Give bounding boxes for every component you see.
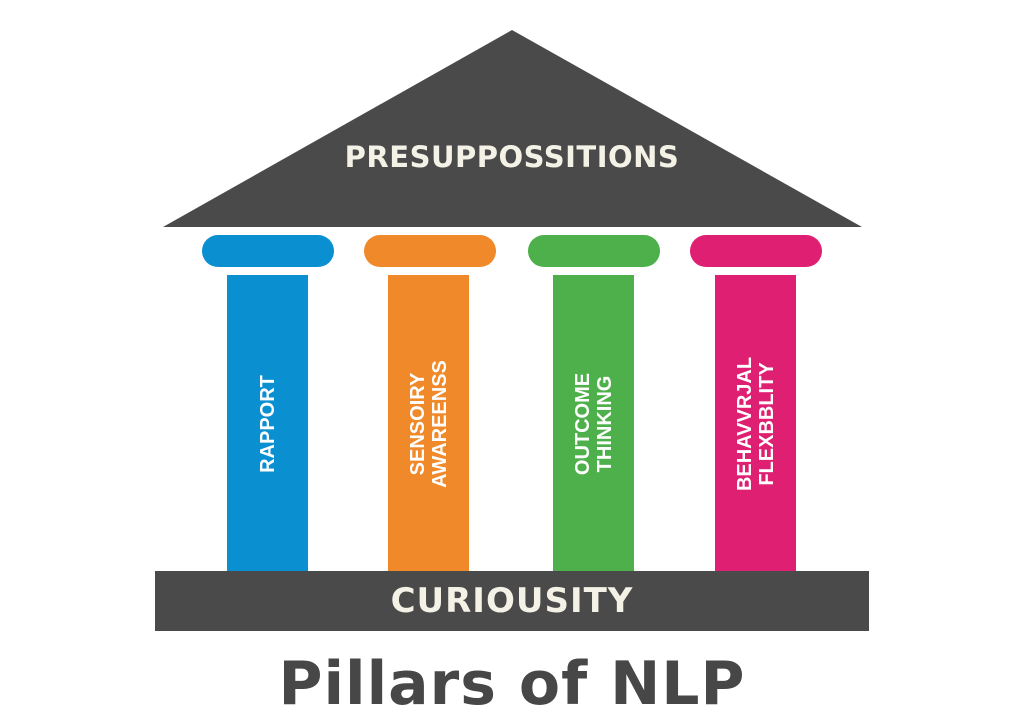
roof-label: PRESUPPOSSITIONS [344,140,680,174]
pillar-outcome-thinking: OUTCOME THINKING [553,275,634,572]
pillar-label-line1: OUTCOME [571,372,594,475]
pillar-label-line2: FLEXBBLITY [755,361,778,486]
pillar-label-line2: THINKING [593,375,616,472]
page-title: Pillars of NLP [278,649,746,719]
pillar-label-line2: AWAREENSS [428,359,451,488]
pillar-rapport: RAPPORT [227,275,308,572]
base-label: CURIOUSITY [390,581,634,621]
pillar-label-line1: BEHAVVRJAL [733,356,756,491]
pillar-capital-rapport [202,235,334,267]
pillar-label: RAPPORT [256,374,279,473]
roof-triangle [163,30,862,227]
pillar-sensory-awareness: SENSOIRY AWAREENSS [388,275,469,572]
base-foundation: CURIOUSITY [155,571,869,631]
pillar-capital-outcome [528,235,660,267]
pillar-label-line1: SENSOIRY [406,372,429,475]
pillar-capital-behavioral [690,235,822,267]
pillar-capital-sensory [364,235,496,267]
pillar-behavioral-flexibility: BEHAVVRJAL FLEXBBLITY [715,275,796,572]
